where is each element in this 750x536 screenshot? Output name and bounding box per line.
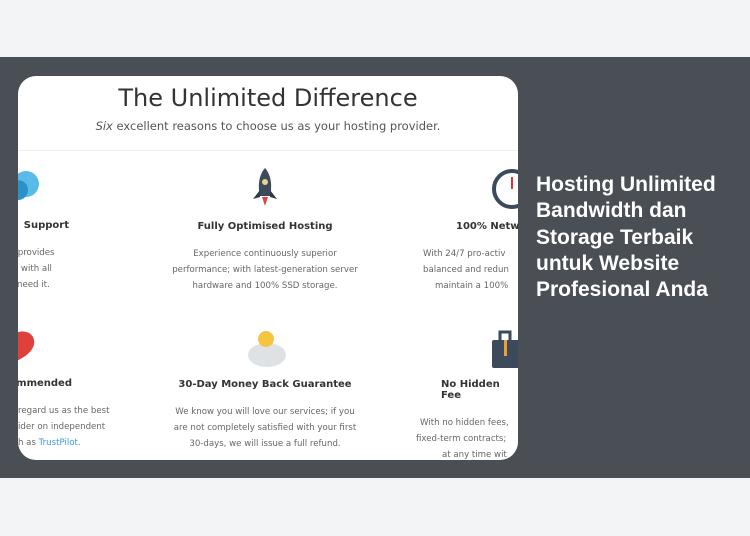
trustpilot-link[interactable]: TrustPilot (38, 438, 78, 448)
piggy-bank-icon (248, 331, 286, 367)
headline[interactable]: Hosting Unlimited Bandwidth dan Storage … (536, 173, 716, 302)
feature-no-hidden-fees: No Hidden Fee With no hidden fees,fixed-… (416, 379, 509, 460)
rocket-icon (253, 168, 277, 206)
image-subtitle: Six excellent reasons to choose us as yo… (95, 119, 441, 133)
featured-image: The Unlimited Difference Six excellent r… (18, 76, 518, 460)
feature-money-back: 30-Day Money Back Guarantee We know you … (173, 379, 357, 449)
feature-optimised-hosting: Fully Optimised Hosting Experience conti… (172, 221, 358, 291)
image-title: The Unlimited Difference (118, 84, 418, 112)
feature-support: Support upport team providesable support… (18, 220, 69, 290)
chat-bubbles-icon (18, 171, 39, 200)
briefcase-icon (492, 330, 518, 368)
heart-icon (18, 331, 35, 361)
divider (18, 150, 518, 151)
clock-icon (492, 169, 518, 209)
